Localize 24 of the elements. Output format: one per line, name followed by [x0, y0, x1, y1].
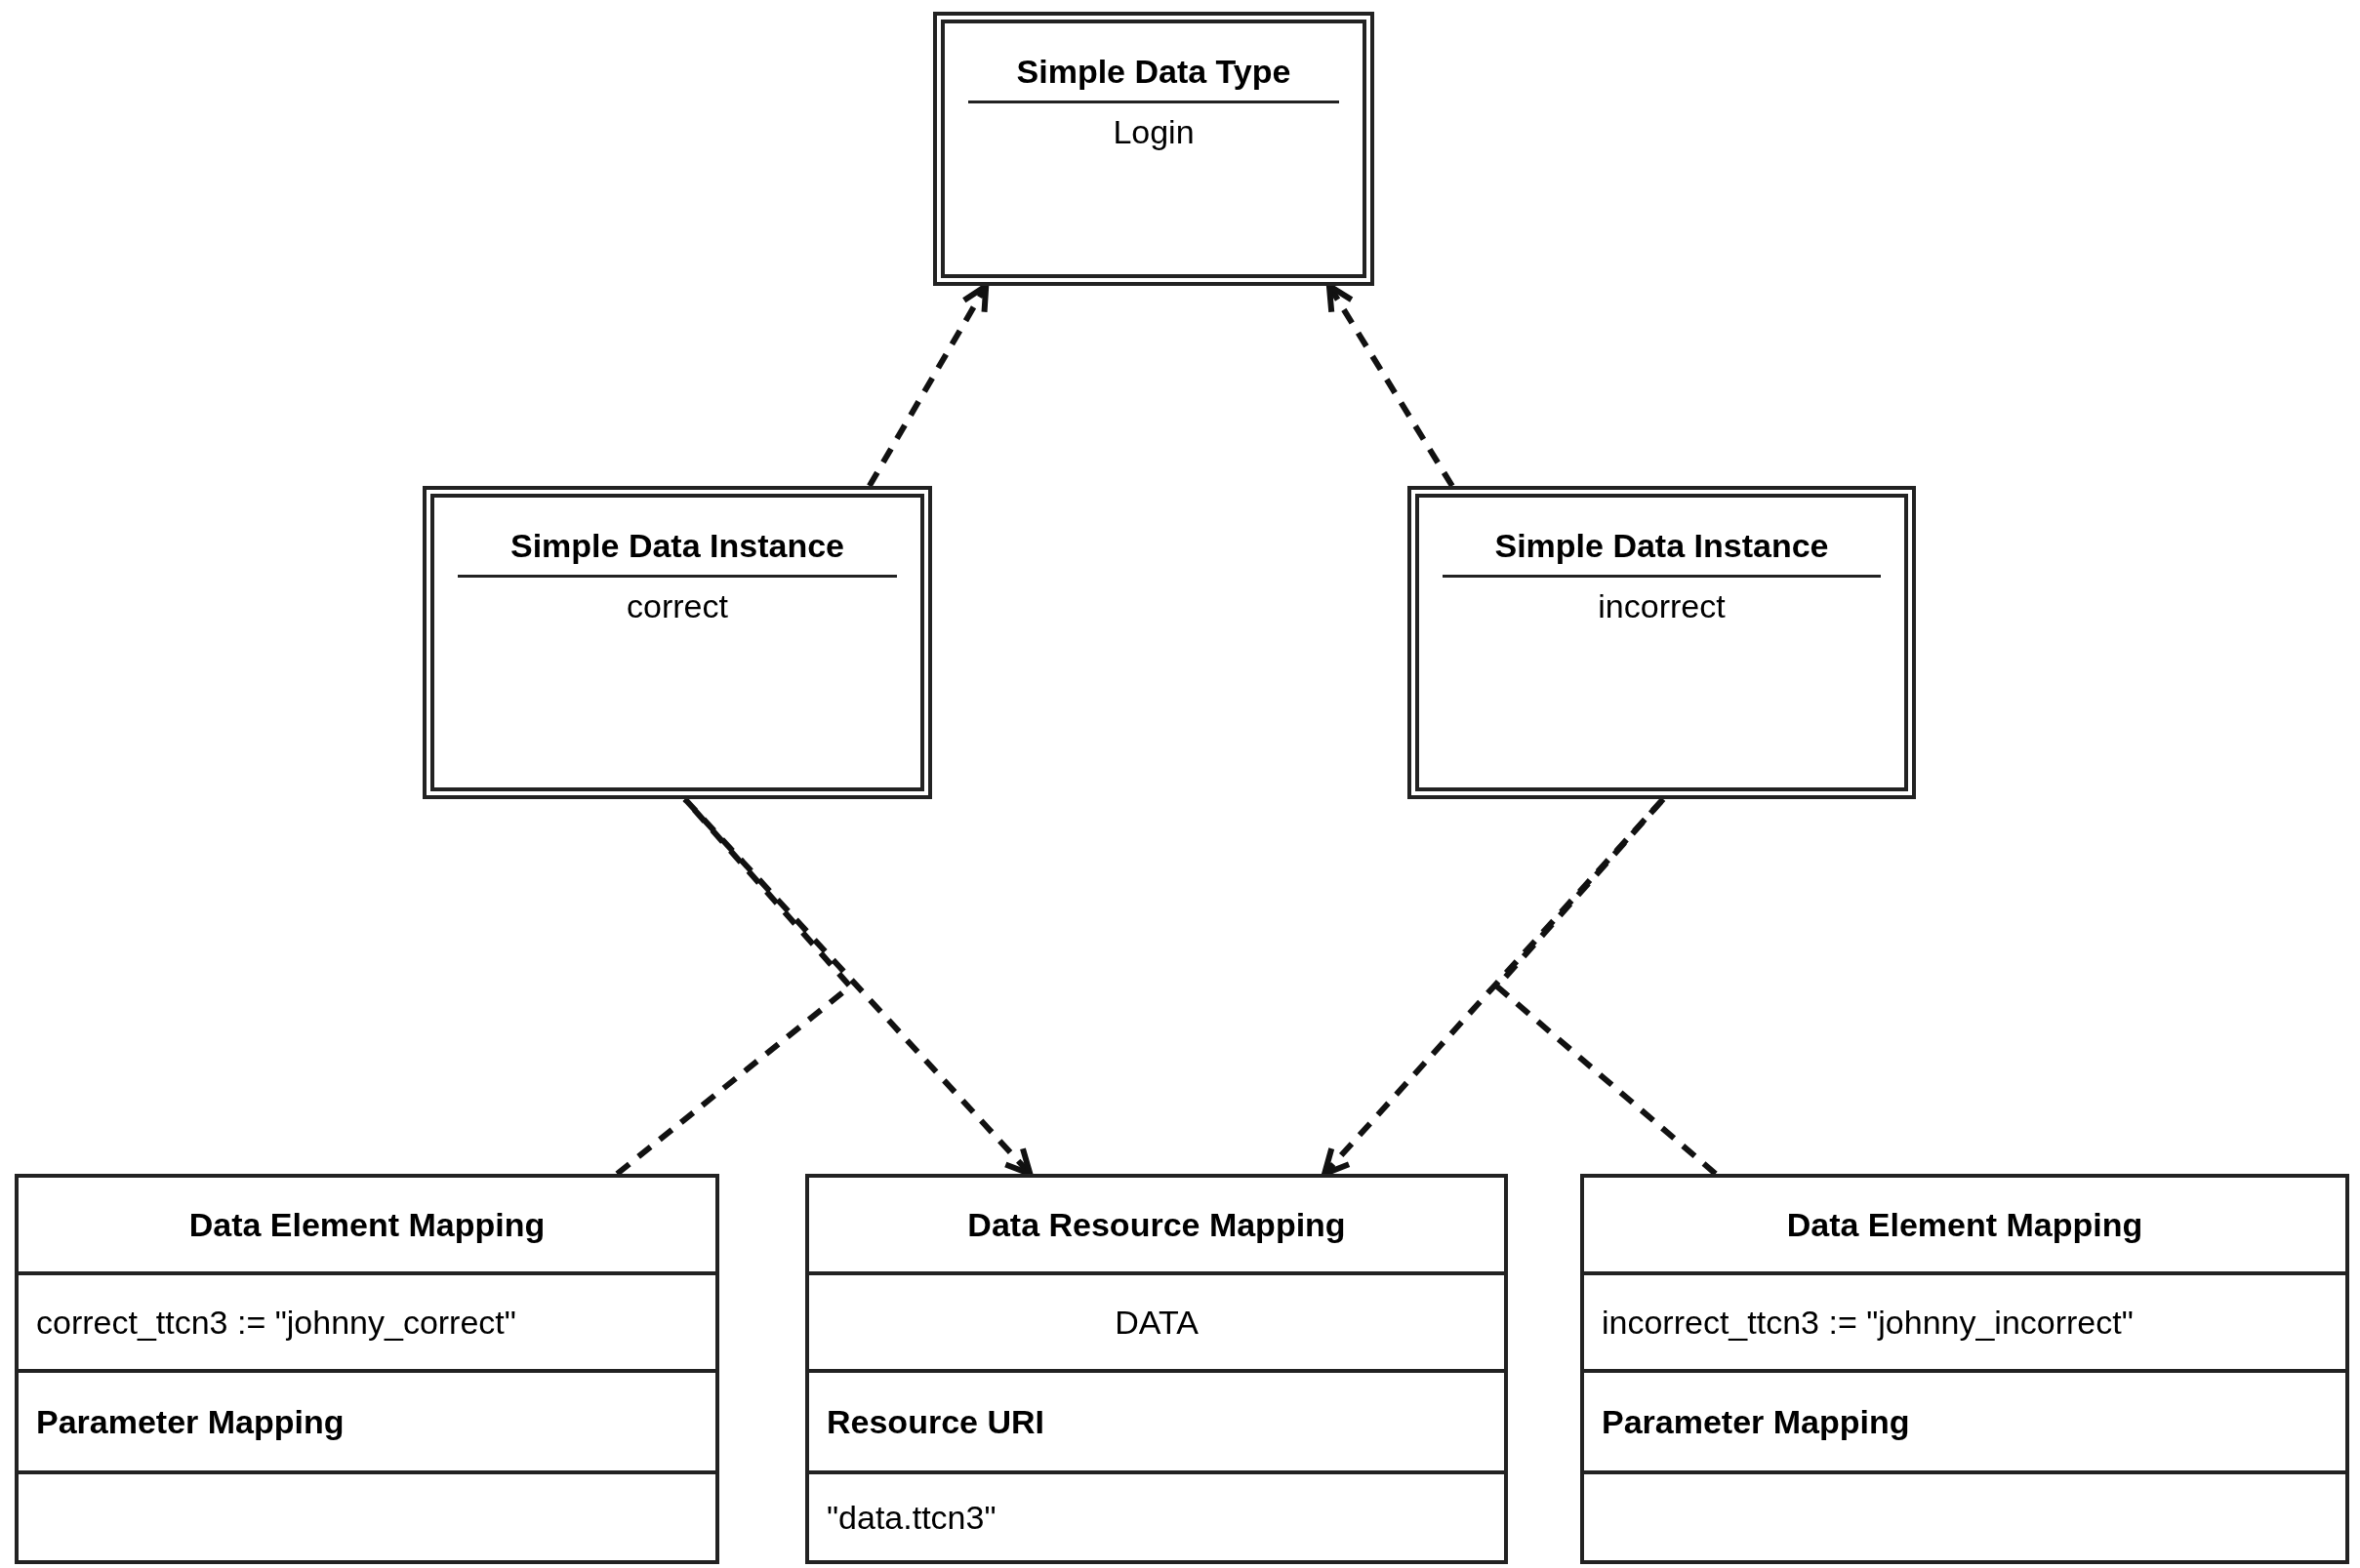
class-value: Login [1112, 113, 1196, 151]
class-box [933, 12, 1374, 286]
class-name: Simple Data Instance [458, 527, 897, 578]
compartment-heading: Parameter Mapping [36, 1402, 345, 1441]
mapping-class-box [1580, 1174, 2349, 1564]
dashed-line [1492, 797, 1718, 1177]
compartment-value: "data.ttcn3" [827, 1498, 997, 1537]
mapping-class-box [15, 1174, 719, 1564]
class-name: Simple Data Instance [1443, 527, 1881, 578]
compartment-value: DATA [1115, 1303, 1199, 1342]
class-name: Data Element Mapping [188, 1205, 546, 1244]
class-value: correct [626, 587, 729, 625]
class-box [423, 486, 932, 799]
dashed-arrow [1322, 797, 1666, 1177]
compartment-heading: Parameter Mapping [1602, 1402, 1910, 1441]
compartment-value: correct_ttcn3 := "johnny_correct" [36, 1303, 516, 1342]
compartment-heading: Resource URI [827, 1402, 1044, 1441]
compartment-value: incorrect_ttcn3 := "johnny_incorrect" [1602, 1303, 2134, 1342]
class-box [1407, 486, 1916, 799]
class-name: Simple Data Type [968, 53, 1339, 103]
class-name: Data Element Mapping [1786, 1205, 2143, 1244]
class-value: incorrect [1597, 587, 1727, 625]
mapping-class-box [805, 1174, 1508, 1564]
class-name: Data Resource Mapping [967, 1205, 1346, 1244]
